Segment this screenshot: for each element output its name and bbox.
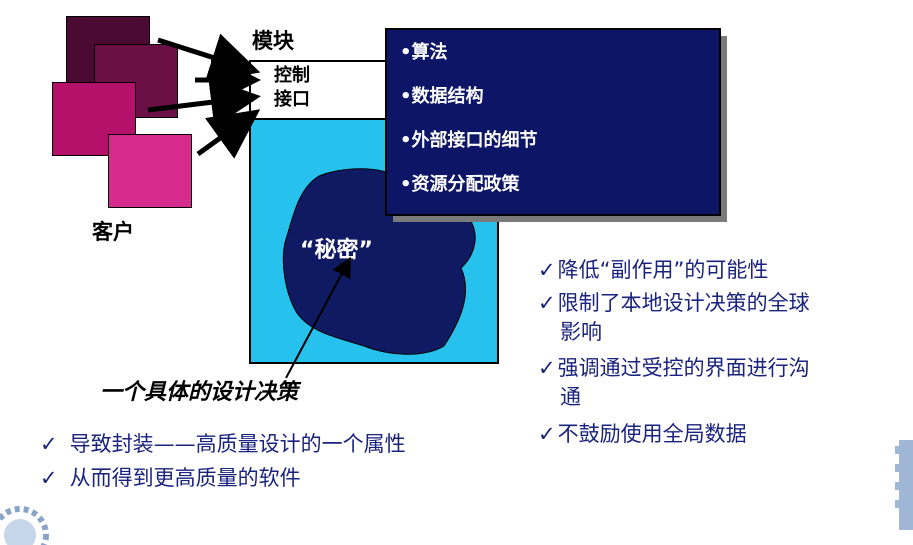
control-interface-line-2: 接口 [274,89,310,110]
design-decision-label: 一个具体的设计决策 [100,380,299,405]
check-icon: ✓ [538,258,556,282]
right-bullet-line-1: 不鼓励使用全局数据 [557,422,747,446]
arrow-client-4 [196,109,261,159]
clients-label: 客户 [92,220,134,244]
control-interface-label: 控制 接口 [262,64,322,112]
right-bullet-line-1: 限制了本地设计决策的全球 [557,291,810,315]
right-bullet-2: ✓限制了本地设计决策的全球 影响 [538,289,810,347]
arrow-client-1 [157,33,261,82]
arrows-layer [147,33,351,379]
module-contents-panel [385,28,721,216]
module-content-resource-policy: •资源分配政策 [400,174,520,195]
arrow-decision [285,256,351,379]
right-bullet-3: ✓强调通过受控的界面进行沟 通 [538,354,810,412]
module-content-data-structure: •数据结构 [400,86,484,107]
right-bullet-1: ✓降低“副作用”的可能性 [538,256,768,285]
bottom-bullet-text: 从而得到更高质量的软件 [69,466,301,490]
check-icon: ✓ [538,356,556,380]
bottom-bullet-2: ✓ 从而得到更高质量的软件 [40,462,301,492]
gear-icon [0,506,49,545]
bottom-bullet-1: ✓ 导致封装——高质量设计的一个属性 [40,428,406,458]
right-bullet-line-2: 通 [560,385,581,409]
module-content-algorithm: •算法 [400,42,448,63]
gear-icon [895,440,913,530]
client-square-4 [108,134,192,208]
arrow-client-3 [147,77,261,128]
check-icon: ✓ [40,466,58,490]
right-bullet-line-2: 影响 [560,320,602,344]
check-icon: ✓ [538,291,556,315]
bottom-bullet-text: 导致封装——高质量设计的一个属性 [69,432,406,456]
module-content-external-interface: •外部接口的细节 [400,130,538,151]
control-interface-line-1: 控制 [274,65,310,86]
check-icon: ✓ [40,432,58,456]
right-bullet-4: ✓不鼓励使用全局数据 [538,420,747,449]
check-icon: ✓ [538,422,556,446]
right-bullet-line-1: 强调通过受控的界面进行沟 [557,356,810,380]
right-bullet-line-1: 降低“副作用”的可能性 [557,258,769,282]
